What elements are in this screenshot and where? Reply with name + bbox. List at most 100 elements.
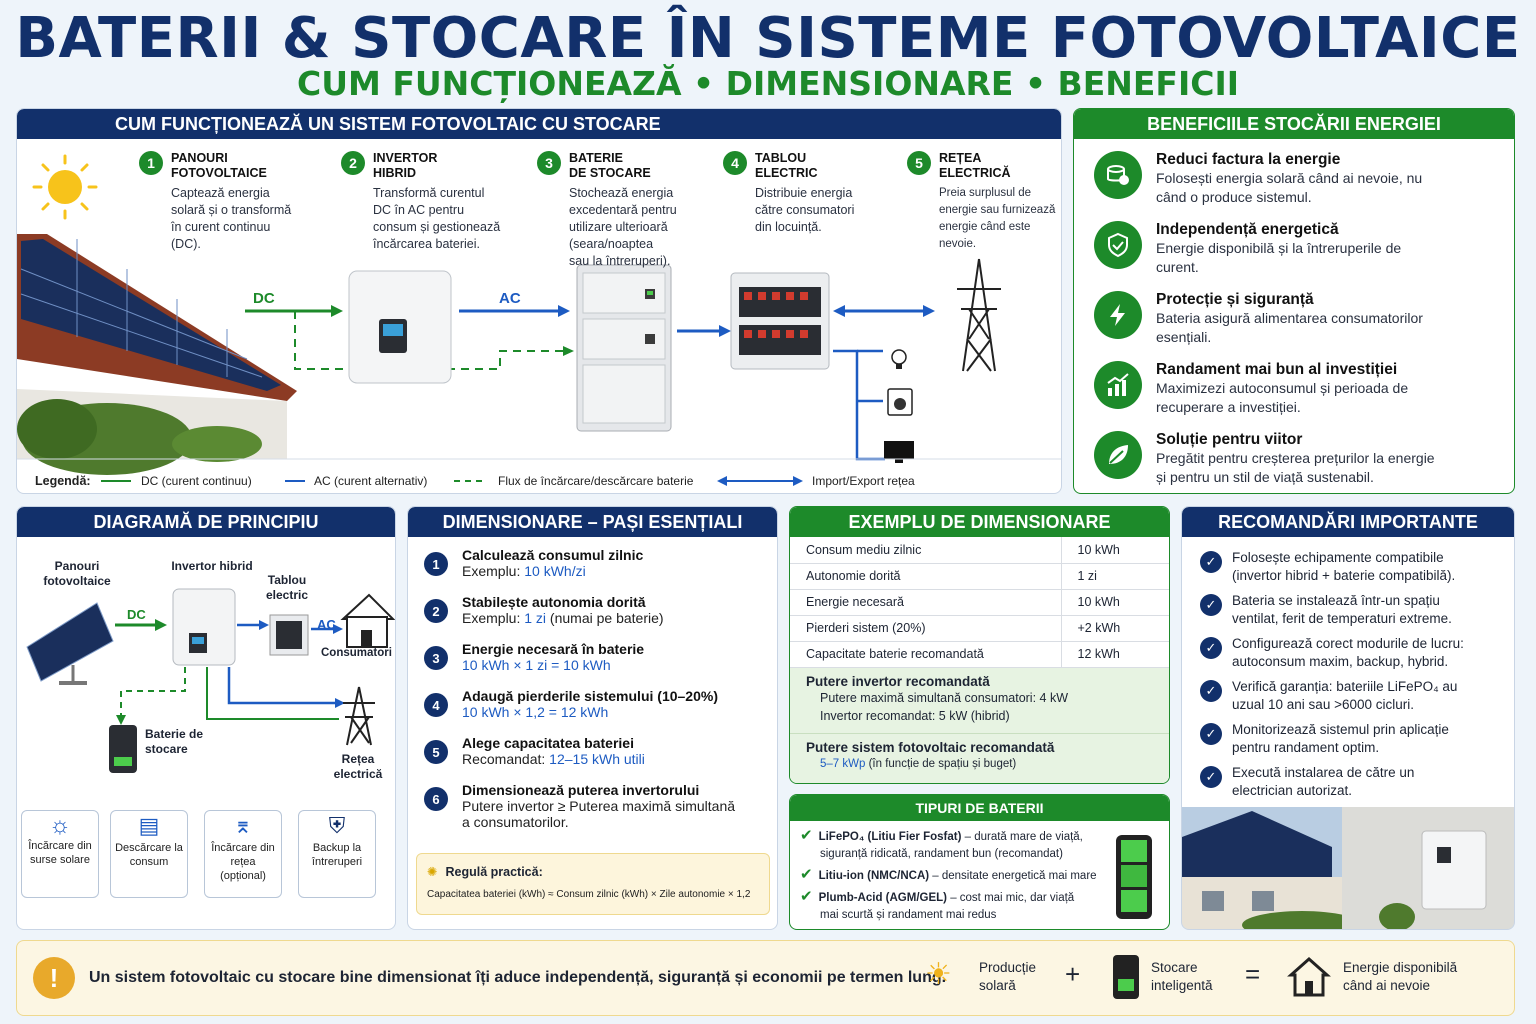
svg-text:AC: AC: [317, 617, 336, 632]
card-solar-charge: ☼Încărcare din surse solare: [21, 810, 99, 898]
battery-icon: [1113, 955, 1139, 999]
pylon-icon: ⌆: [233, 813, 253, 838]
label-consumers: Consumatori: [321, 647, 392, 659]
dc-label: DC: [253, 290, 275, 307]
system-illustration: DC AC: [17, 154, 1061, 488]
example-panel: EXEMPLU DE DIMENSIONARE Consum mediu zil…: [789, 506, 1170, 784]
svg-text:DC: DC: [127, 607, 146, 622]
legend-ac: AC (curent alternativ): [314, 474, 427, 488]
plus-icon: +: [1065, 959, 1081, 989]
battery-storage: [576, 264, 672, 432]
growth-chart-icon: [1094, 361, 1142, 409]
house-icon: [340, 593, 395, 648]
check-icon: ✓: [1200, 766, 1222, 788]
lightning-icon: [1094, 291, 1142, 339]
solar-panel-icon: [26, 602, 114, 685]
shield-check-icon: [1094, 221, 1142, 269]
shield-bolt-icon: ⛨: [328, 813, 346, 838]
check-icon: ✓: [1200, 723, 1222, 745]
recommendation-item: ✓Configurează corect modurile de lucru:a…: [1200, 635, 1482, 678]
example-title: EXEMPLU DE DIMENSIONARE: [790, 507, 1169, 537]
check-icon: ✓: [1200, 594, 1222, 616]
sun-icon: ☼: [49, 812, 71, 839]
card-discharge: ▤Descărcare la consum: [110, 810, 188, 898]
diagram-title: DIAGRAMĂ DE PRINCIPIU: [17, 507, 395, 537]
battery-types-panel: TIPURI DE BATERII ✔LiFePO₄ (Litiu Fier F…: [789, 794, 1170, 930]
label-grid: Rețea electrică: [333, 752, 383, 781]
recommendations-title: RECOMANDĂRI IMPORTANTE: [1182, 507, 1514, 537]
leaf-icon: [1094, 431, 1142, 479]
sizing-title: DIMENSIONARE – PAȘI ESENȚIALI: [408, 507, 777, 537]
check-icon: ✓: [1200, 680, 1222, 702]
tv-icon: [884, 441, 914, 463]
pylon-icon: [957, 258, 1001, 372]
check-icon: ✓: [1200, 551, 1222, 573]
recommendation-item: ✓Folosește echipamente compatibile(inver…: [1200, 549, 1482, 592]
electric-board: [269, 614, 309, 656]
ac-label: AC: [499, 290, 521, 307]
bulb-icon: ✺: [427, 865, 438, 879]
pylon-icon: [343, 686, 375, 746]
house-roof-panels: [17, 234, 297, 475]
legend-grid: Import/Export rețea: [812, 474, 915, 488]
hybrid-inverter: [348, 270, 452, 384]
label-battery: Baterie de stocare: [145, 727, 204, 756]
example-recommendations: Putere invertor recomandată Putere maxim…: [790, 667, 1169, 783]
table-row: Pierderi sistem (20%)+2 kWh: [790, 615, 1169, 642]
label-board: Tablou electric: [265, 573, 309, 602]
footer-text: Un sistem fotovoltaic cu stocare bine di…: [89, 969, 947, 986]
practical-rule-box: ✺Regulă practică: Capacitatea bateriei (…: [416, 853, 770, 915]
legend-title: Legendă:: [35, 474, 91, 488]
battery-type-item: ✔Plumb-Acid (AGM/GEL) – cost mai mic, da…: [800, 888, 1075, 921]
recommendation-item: ✓Verifică garanția: bateriile LiFePO₄ au…: [1200, 678, 1482, 721]
sun-icon: ☀: [925, 958, 952, 991]
money-icon: [1094, 151, 1142, 199]
battery-consume-icon: ▤: [138, 813, 160, 838]
hybrid-inverter: [172, 588, 236, 666]
washer-icon: [887, 388, 913, 416]
battery-type-item: ✔Litiu-ion (NMC/NCA) – densitate energet…: [800, 866, 1097, 883]
sun-icon: [32, 154, 98, 220]
check-icon: ✓: [1200, 637, 1222, 659]
page-title: BATERII & STOCARE ÎN SISTEME FOTOVOLTAIC…: [15, 6, 1521, 71]
legend-flow: Flux de încărcare/descărcare baterie: [498, 474, 694, 488]
recommendations-panel: RECOMANDĂRI IMPORTANTE ✓Folosește echipa…: [1181, 506, 1515, 930]
battery-types-title: TIPURI DE BATERII: [790, 795, 1169, 821]
electric-board: [730, 272, 830, 370]
principle-diagram: DC AC: [26, 588, 395, 773]
how-it-works-title: CUM FUNCȚIONEAZĂ UN SISTEM FOTOVOLTAIC C…: [17, 109, 1061, 139]
battery-level-icon: [1116, 835, 1152, 919]
benefits-title: BENEFICIILE STOCĂRII ENERGIEI: [1074, 109, 1514, 139]
footer-banner: ! Un sistem fotovoltaic cu stocare bine …: [16, 940, 1515, 1016]
house-icon: [1287, 956, 1331, 997]
battery-icon: [109, 725, 137, 773]
label-inverter: Invertor hibrid: [171, 559, 253, 573]
